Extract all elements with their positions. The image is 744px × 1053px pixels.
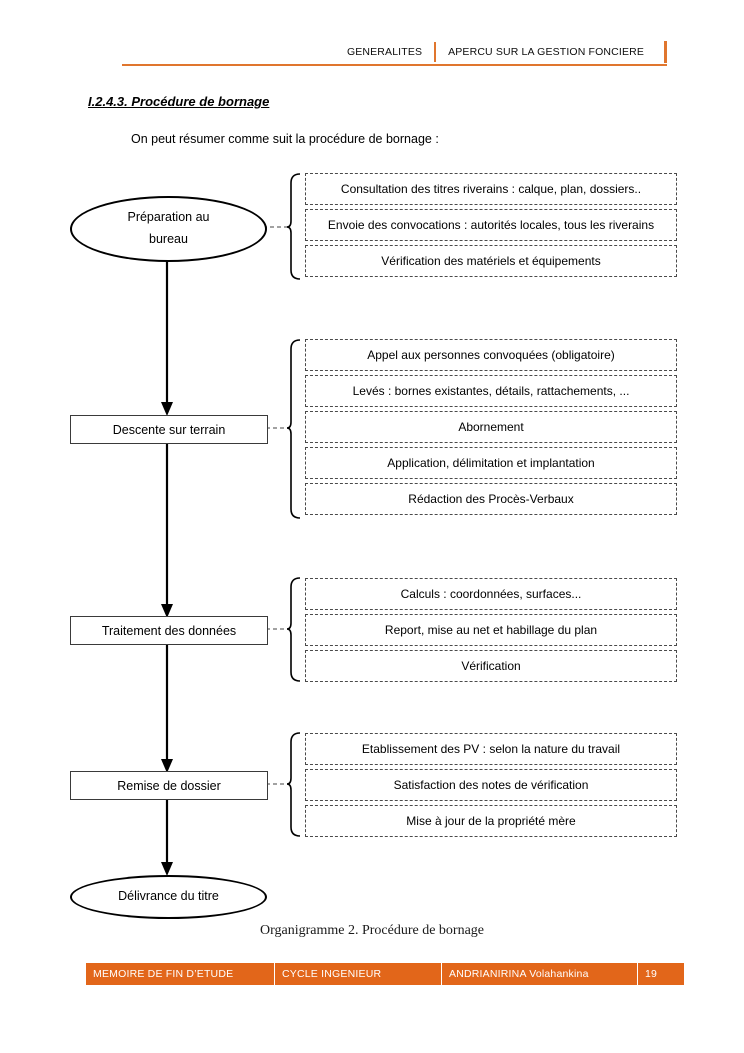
section-title: I.2.4.3. Procédure de bornage xyxy=(88,94,270,109)
footer-cell-page-number: 19 xyxy=(637,963,684,985)
flow-node-preparation-au-bureau[interactable]: Préparation au bureau xyxy=(70,196,267,262)
footer-cell-author: ANDRIANIRINA Volahankina xyxy=(441,963,637,985)
flow-node-label-line1: Préparation au xyxy=(127,210,210,225)
flow-node-delivrance-du-titre[interactable]: Délivrance du titre xyxy=(70,875,267,919)
flow-node-label-line2: bureau xyxy=(149,232,188,246)
footer-cell-cycle: CYCLE INGENIEUR xyxy=(274,963,441,985)
detail-box[interactable]: Envoie des convocations : autorités loca… xyxy=(305,209,677,241)
bracket-group-4 xyxy=(286,732,301,837)
header-right-label: APERCU SUR LA GESTION FONCIERE xyxy=(448,46,644,58)
detail-box[interactable]: Mise à jour de la propriété mère xyxy=(305,805,677,837)
header-label-group: GENERALITES APERCU SUR LA GESTION FONCIE… xyxy=(335,41,667,63)
page-header: GENERALITES APERCU SUR LA GESTION FONCIE… xyxy=(122,41,667,66)
detail-box[interactable]: Vérification xyxy=(305,650,677,682)
footer-cell-document-type: MEMOIRE DE FIN D’ETUDE xyxy=(85,963,274,985)
flow-node-label: Préparation au bureau xyxy=(127,207,209,251)
header-left-label: GENERALITES xyxy=(346,46,423,58)
detail-box[interactable]: Vérification des matériels et équipement… xyxy=(305,245,677,277)
bracket-group-1 xyxy=(286,173,301,280)
detail-box[interactable]: Consultation des titres riverains : calq… xyxy=(305,173,677,205)
detail-box[interactable]: Levés : bornes existantes, détails, ratt… xyxy=(305,375,677,407)
section-intro-text: On peut résumer comme suit la procédure … xyxy=(131,132,439,146)
arrow-head-2 xyxy=(161,604,173,618)
detail-box[interactable]: Calculs : coordonnées, surfaces... xyxy=(305,578,677,610)
arrow-head-1 xyxy=(161,402,173,416)
arrow-heads xyxy=(161,402,173,876)
bracket-group-3 xyxy=(286,577,301,682)
figure-caption: Organigramme 2. Procédure de bornage xyxy=(259,923,485,938)
detail-box[interactable]: Report, mise au net et habillage du plan xyxy=(305,614,677,646)
bracket-group-2 xyxy=(286,339,301,519)
arrow-head-3 xyxy=(161,759,173,773)
detail-box[interactable]: Application, délimitation et implantatio… xyxy=(305,447,677,479)
detail-box[interactable]: Satisfaction des notes de vérification xyxy=(305,769,677,801)
header-divider xyxy=(434,42,437,62)
detail-box[interactable]: Etablissement des PV : selon la nature d… xyxy=(305,733,677,765)
flow-node-remise-de-dossier[interactable]: Remise de dossier xyxy=(70,771,268,800)
detail-box[interactable]: Abornement xyxy=(305,411,677,443)
detail-box[interactable]: Rédaction des Procès-Verbaux xyxy=(305,483,677,515)
detail-box[interactable]: Appel aux personnes convoquées (obligato… xyxy=(305,339,677,371)
arrow-head-4 xyxy=(161,862,173,876)
bracket-stubs xyxy=(263,226,290,785)
page-footer: MEMOIRE DE FIN D’ETUDE CYCLE INGENIEUR A… xyxy=(85,963,684,985)
flow-node-descente-sur-terrain[interactable]: Descente sur terrain xyxy=(70,415,268,444)
header-rule xyxy=(122,64,667,66)
flow-node-traitement-des-donnees[interactable]: Traitement des données xyxy=(70,616,268,645)
header-end-marker xyxy=(664,41,667,63)
